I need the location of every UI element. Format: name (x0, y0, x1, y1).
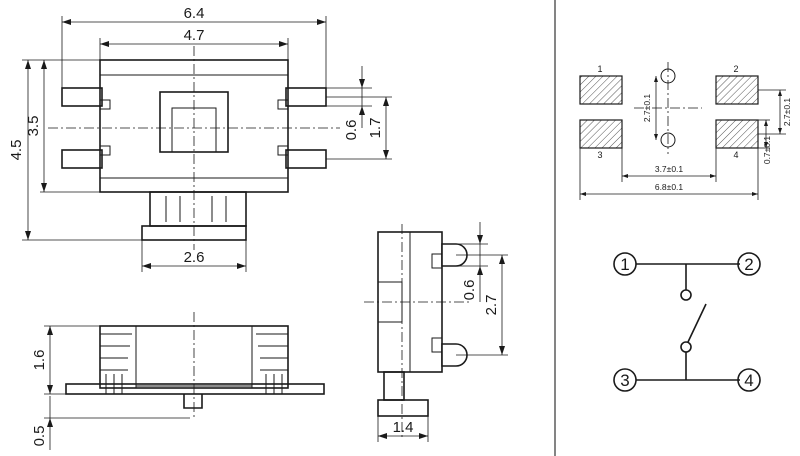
pad-label: 4 (733, 150, 738, 160)
dim-pin-span: 1.7 (367, 118, 384, 139)
dim-front-base-height: 0.5 (31, 426, 48, 447)
dim-inner-span: 3.7±0.1 (655, 164, 684, 174)
top-view-pin (61, 149, 103, 169)
front-view: 1.6 0.5 (31, 312, 325, 450)
top-view-pin (285, 87, 327, 107)
dim-pin-width: 0.6 (343, 120, 360, 141)
pcb-layout: 1 2 3 4 2.7±0.1 2.7±0.1 0.7±0.1 3.7±0.1 … (579, 62, 792, 200)
dim-overall-width: 6.4 (184, 5, 205, 22)
terminal-1 (613, 252, 637, 276)
dim-hole-spacing: 2.7±0.1 (642, 94, 652, 123)
dim-side-pin-width: 0.6 (461, 280, 478, 301)
dim-outer-span: 6.8±0.1 (655, 182, 684, 192)
pcb-pad (715, 75, 759, 105)
front-view-body (99, 325, 289, 389)
pad-label: 1 (597, 64, 602, 74)
pcb-pad (579, 75, 623, 105)
terminal-label: 3 (620, 371, 629, 390)
switch-schematic: 1 2 3 4 (613, 252, 761, 392)
dim-body-width: 4.7 (184, 27, 205, 44)
terminal-label: 2 (744, 255, 753, 274)
terminal-label: 4 (744, 371, 753, 390)
pad-label: 3 (597, 150, 602, 160)
side-view-actuator (377, 399, 429, 417)
terminal-3 (613, 368, 637, 392)
terminal-4 (737, 368, 761, 392)
terminal-2 (737, 252, 761, 276)
top-view-pin (285, 149, 327, 169)
dim-body-height: 3.5 (25, 116, 42, 137)
dim-overall-height: 4.5 (8, 140, 25, 161)
dim-pad-height: 0.7±0.1 (762, 136, 772, 165)
terminal-label: 1 (620, 255, 629, 274)
pcb-pad (715, 119, 759, 149)
front-view-base (65, 383, 325, 395)
switch-contact (680, 341, 692, 353)
dim-actuator-width: 2.6 (184, 249, 205, 266)
side-view: 0.6 2.7 1.4 (364, 222, 508, 442)
dim-front-body-height: 1.6 (31, 350, 48, 371)
switch-contact (680, 289, 692, 301)
pcb-pad (579, 119, 623, 149)
pad-label: 2 (733, 64, 738, 74)
top-view: 6.4 4.7 4.5 3.5 0.6 1.7 2.6 (8, 5, 392, 272)
switch-lever (687, 303, 707, 343)
dim-actuator-depth: 1.4 (393, 419, 414, 436)
top-view-pin (61, 87, 103, 107)
dim-pad-pitch: 2.7±0.1 (782, 98, 792, 127)
dim-side-pin-span: 2.7 (483, 295, 500, 316)
